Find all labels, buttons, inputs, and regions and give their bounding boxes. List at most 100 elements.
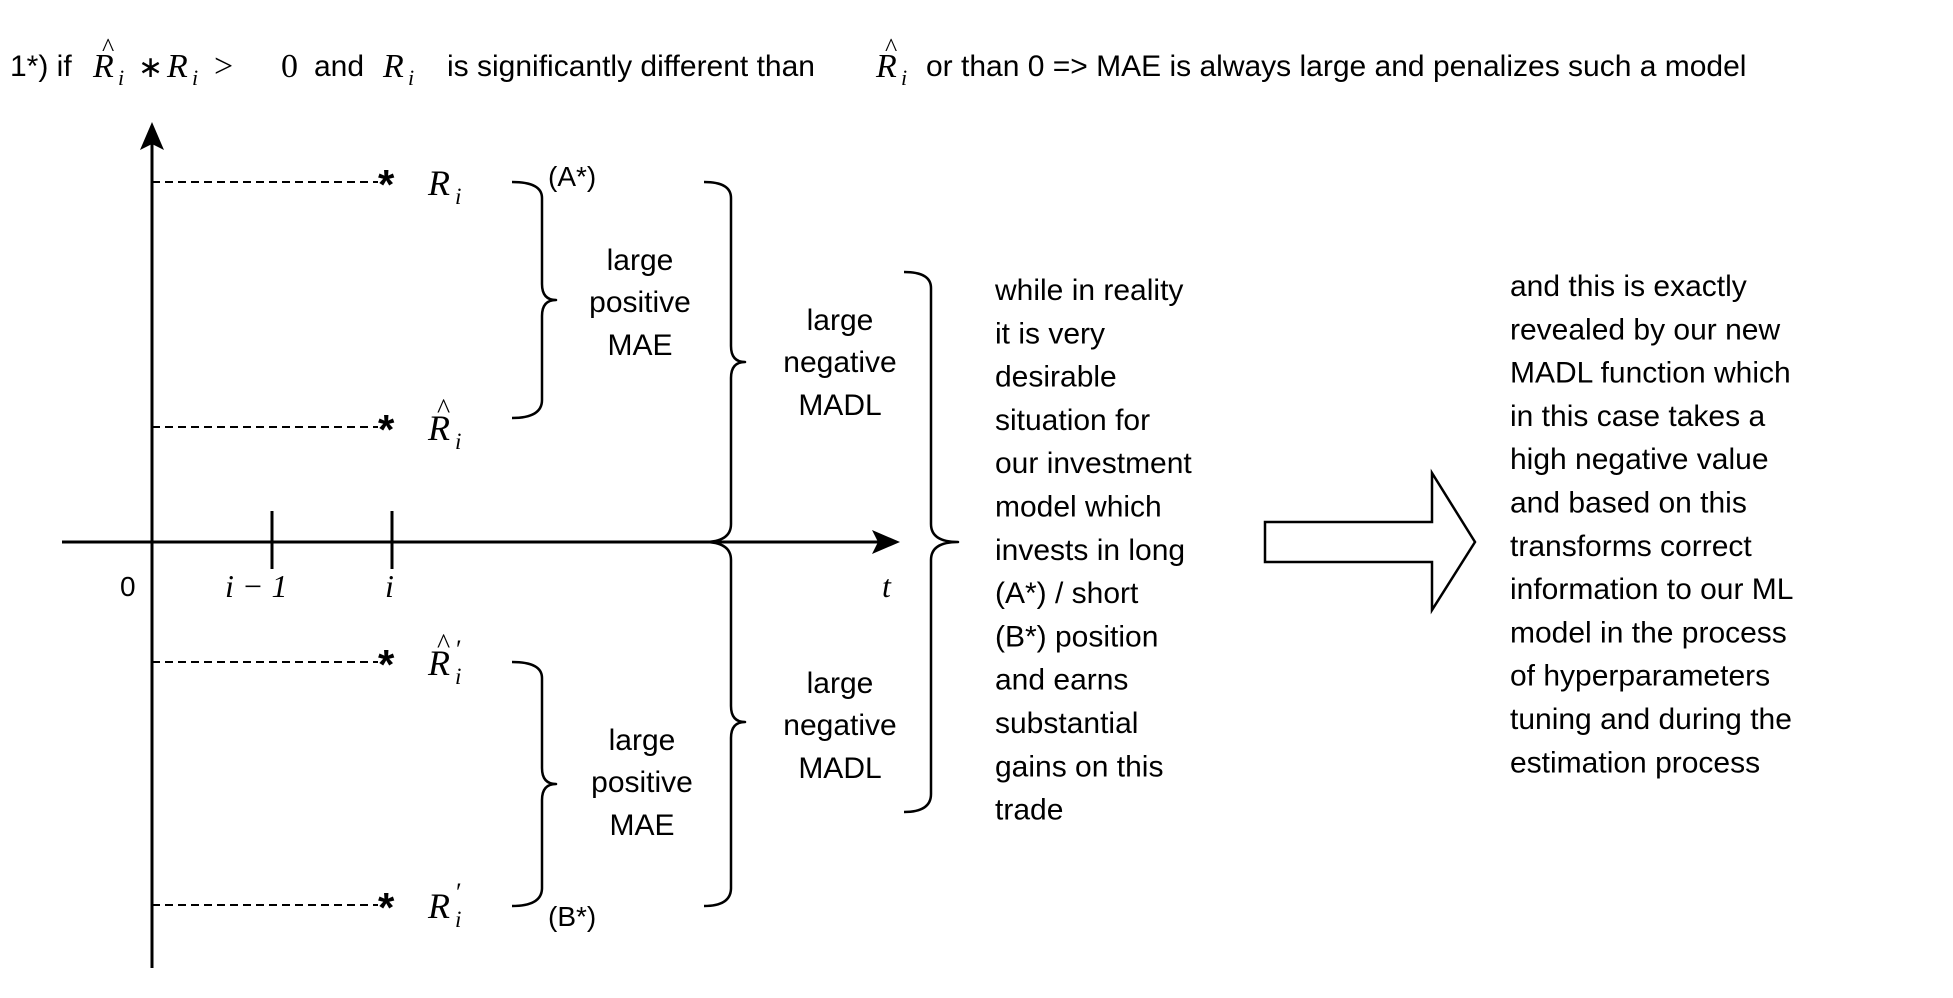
- heading-r-base: R: [166, 48, 188, 85]
- right-explanation: and this is exactly revealed by our newMA…: [1510, 270, 1793, 779]
- label-r-hat-prime-sub: i: [455, 664, 461, 689]
- braces: [511, 180, 960, 908]
- mae-bottom-line-2: positive: [591, 766, 693, 799]
- label-r-hat: R ^ i: [427, 394, 461, 454]
- mae-top-line-2: positive: [589, 286, 691, 319]
- label-mae-bottom: large positive MAE: [591, 724, 693, 842]
- heading-tail: or than 0 => MAE is always large and pen…: [926, 50, 1746, 83]
- middle-text-line-9: (B*) position: [995, 620, 1158, 653]
- mae-top-line-1: large: [607, 244, 674, 277]
- heading-r2-base: R: [382, 48, 404, 85]
- middle-text-line-5: our investment: [995, 447, 1192, 480]
- right-text-line-10: of hyperparameters: [1510, 660, 1770, 693]
- heading-rhat2-hat: ^: [885, 33, 897, 62]
- mae-top-line-3: MAE: [607, 329, 672, 362]
- middle-explanation: while in reality it is very desirable situa…: [994, 274, 1192, 827]
- right-text-line-7: transforms correct: [1510, 530, 1752, 563]
- label-r-prime-base: R: [427, 886, 450, 926]
- dashed-guides: [152, 181, 378, 906]
- right-text-line-6: and based on this: [1510, 487, 1747, 520]
- heading-prefix: 1*) if: [10, 50, 72, 83]
- marker-r: *: [378, 161, 395, 208]
- label-r-hat-base: R: [427, 408, 450, 448]
- label-b-star: (B*): [548, 901, 596, 932]
- heading: 1*) if R ^ i ∗ R i > 0 and R i is signif…: [10, 33, 1746, 90]
- heading-rhat-hat: ^: [102, 33, 114, 62]
- middle-text-line-1: while in reality: [994, 274, 1183, 307]
- heading-rhat-base: R: [92, 48, 114, 85]
- madl-top-line-1: large: [807, 304, 874, 337]
- marker-r-hat: *: [378, 406, 395, 453]
- x-axis-label: t: [882, 568, 892, 604]
- middle-text-line-12: gains on this: [995, 750, 1163, 783]
- axes: [62, 135, 880, 968]
- heading-formula-1: R ^ i ∗ R i > 0: [92, 33, 298, 90]
- mae-bottom-line-3: MAE: [609, 809, 674, 842]
- label-r-hat-prime: R ^ ′ i: [427, 629, 462, 689]
- heading-rhat2-sub: i: [901, 65, 907, 90]
- brace-right-big: [903, 270, 960, 814]
- heading-r-sub: i: [192, 65, 198, 90]
- middle-text-line-10: and earns: [995, 664, 1128, 697]
- heading-rhat2-base: R: [875, 48, 897, 85]
- madl-top-line-3: MADL: [798, 389, 881, 422]
- label-a-star: (A*): [548, 161, 596, 192]
- middle-text-line-3: desirable: [995, 361, 1117, 394]
- heading-r2-sub: i: [408, 65, 414, 90]
- marker-r-hat-prime: *: [378, 641, 395, 688]
- tick-label-i: i: [385, 568, 394, 604]
- heading-gt: >: [214, 48, 233, 85]
- label-r-hat-prime-caret: ^: [437, 629, 450, 660]
- label-r-hat-prime-base: R: [427, 643, 450, 683]
- brace-madl-bottom: [703, 540, 747, 908]
- y-axis-arrowhead: [140, 122, 164, 150]
- madl-bottom-line-2: negative: [783, 709, 896, 742]
- markers: * * * *: [378, 161, 395, 931]
- label-r-hat-sub: i: [455, 429, 461, 454]
- label-r-prime-mark: ′: [456, 878, 462, 907]
- right-text-line-11: tuning and during the: [1510, 703, 1792, 736]
- brace-madl-top: [703, 180, 747, 544]
- right-text-line-5: high negative value: [1510, 443, 1769, 476]
- x-axis-arrowhead: [872, 530, 900, 554]
- madl-bottom-line-3: MADL: [798, 752, 881, 785]
- right-text-line-2: revealed by our new: [1510, 313, 1780, 346]
- middle-text-line-13: trade: [995, 794, 1063, 827]
- brace-mae-top: [511, 180, 558, 420]
- block-arrow: [1263, 468, 1477, 615]
- mae-bottom-line-1: large: [609, 724, 676, 757]
- heading-zero: 0: [281, 48, 298, 85]
- label-madl-top: large negative MADL: [783, 304, 896, 422]
- label-r-sub: i: [455, 184, 461, 209]
- middle-text-line-4: situation for: [995, 404, 1150, 437]
- middle-text-line-6: model which: [995, 491, 1162, 524]
- middle-text-line-8: (A*) / short: [995, 577, 1139, 610]
- label-r-hat-caret: ^: [437, 394, 450, 425]
- heading-times: ∗: [138, 51, 163, 84]
- middle-text-line-2: it is very: [995, 317, 1105, 350]
- heading-different: is significantly different than: [447, 50, 815, 83]
- middle-text-line-7: invests in long: [995, 534, 1185, 567]
- label-r-hat-prime-mark: ′: [456, 635, 462, 664]
- right-text-line-9: model in the process: [1510, 616, 1787, 649]
- right-text-line-12: estimation process: [1510, 746, 1760, 779]
- right-text-line-1: and this is exactly: [1510, 270, 1747, 303]
- label-r-prime-sub: i: [455, 907, 461, 932]
- marker-r-prime: *: [378, 884, 395, 931]
- heading-rhat-sub: i: [118, 65, 124, 90]
- tick-label-i-minus-1: i − 1: [225, 568, 287, 604]
- label-r-prime: R ′ i: [427, 878, 462, 932]
- right-text-line-8: information to our ML: [1510, 573, 1793, 606]
- label-madl-bottom: large negative MADL: [783, 667, 896, 785]
- right-text-line-3: MADL function which: [1510, 357, 1791, 390]
- heading-and: and: [314, 50, 364, 83]
- right-text-line-4: in this case takes a: [1510, 400, 1765, 433]
- origin-label: 0: [120, 571, 136, 602]
- middle-text-line-11: substantial: [995, 707, 1138, 740]
- brace-mae-bottom: [511, 660, 558, 908]
- madl-top-line-2: negative: [783, 346, 896, 379]
- madl-bottom-line-1: large: [807, 667, 874, 700]
- label-mae-top: large positive MAE: [589, 244, 691, 362]
